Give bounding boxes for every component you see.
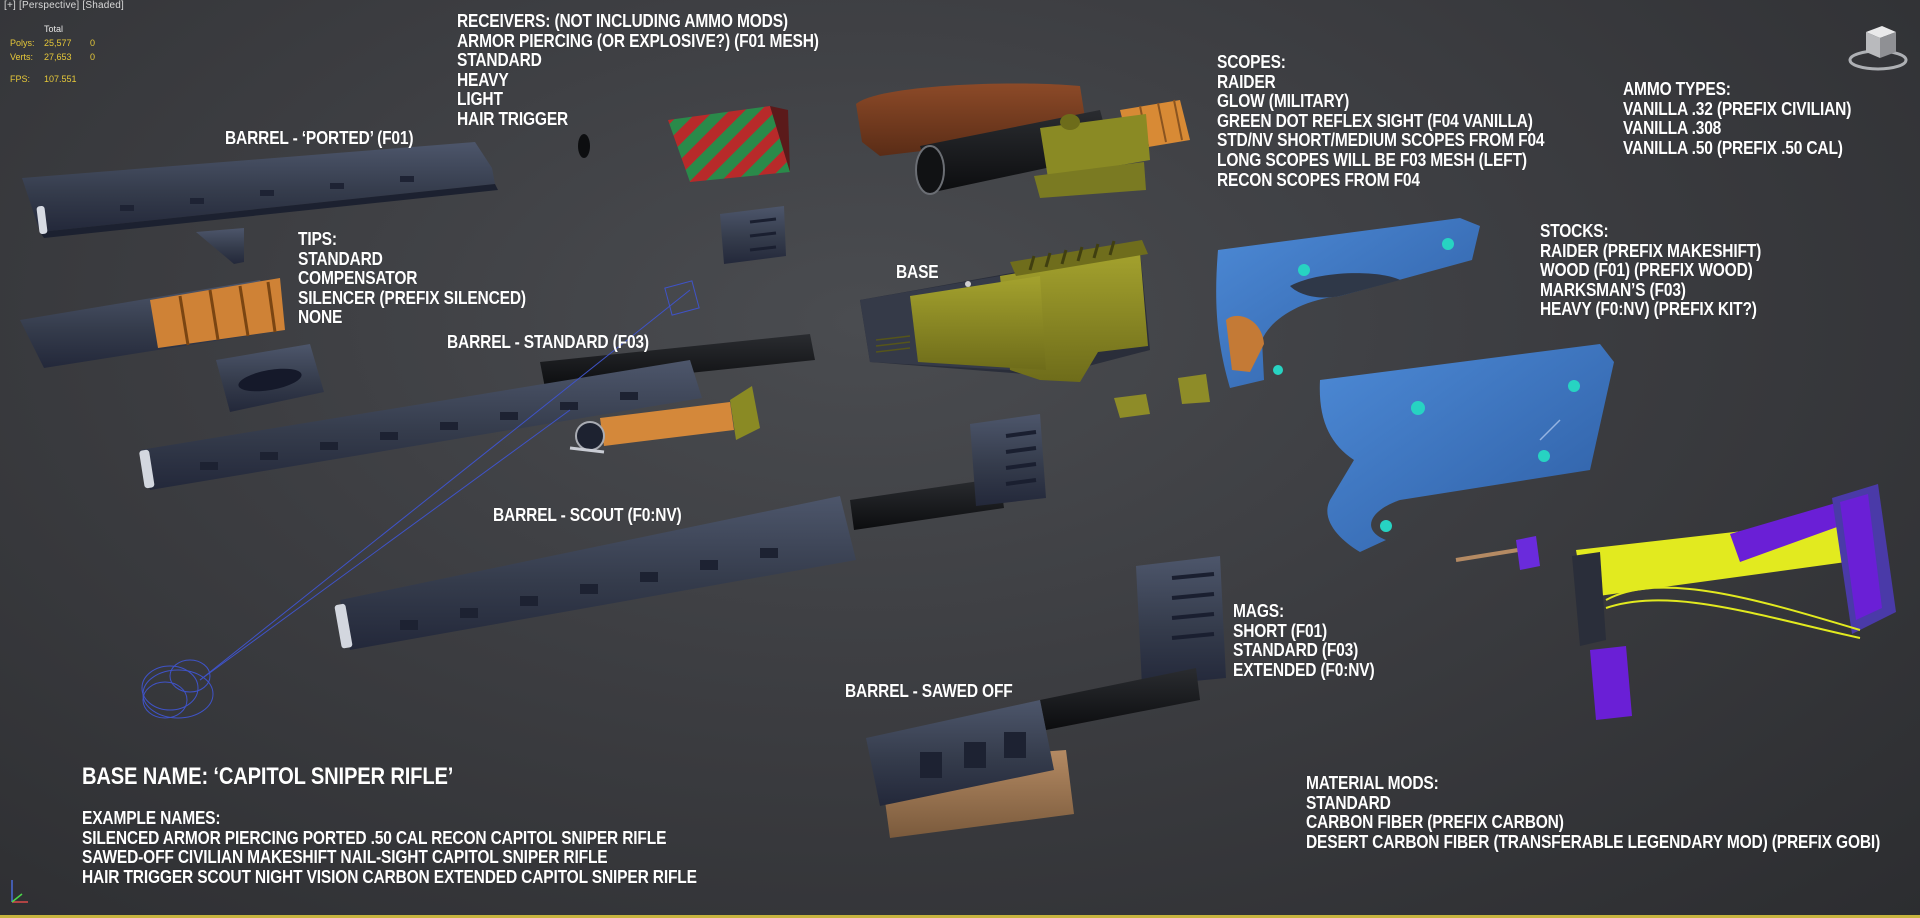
fps-value: 107.551 — [44, 74, 77, 84]
compensator-tip-model — [196, 228, 244, 264]
stocks-annotation: STOCKS: RAIDER (PREFIX MAKESHIFT) WOOD (… — [1540, 221, 1761, 319]
annotation-line: STANDARD — [1306, 791, 1391, 813]
axis-gizmo-icon — [11, 880, 28, 903]
annotation-line: EXTENDED (F0:NV) — [1233, 658, 1375, 680]
barrel-scout-label: BARREL - SCOUT (F0:NV) — [493, 504, 682, 525]
stock-raider-model — [1216, 218, 1480, 388]
verts-total: 27,653 — [44, 52, 72, 62]
scopes-annotation: SCOPES: RAIDER GLOW (MILITARY) GREEN DOT… — [1217, 51, 1545, 190]
verts-selected: 0 — [90, 52, 96, 62]
annotation-line: GLOW (MILITARY) — [1217, 90, 1350, 112]
annotation-line: VANILLA .50 (PREFIX .50 CAL) — [1623, 136, 1843, 158]
small-mag-model — [720, 206, 786, 264]
annotation-line: WOOD (F01) (PREFIX WOOD) — [1540, 259, 1753, 281]
annotation-line: NONE — [298, 306, 343, 328]
annotation-line: VANILLA .308 — [1623, 117, 1722, 139]
stock-marksman-model — [1319, 344, 1614, 552]
annotation-line: HAIR TRIGGER SCOUT NIGHT VISION CARBON E… — [82, 865, 697, 887]
annotation-line: AMMO TYPES: — [1623, 78, 1731, 99]
annotation-line: HEAVY (F0:NV) (PREFIX KIT?) — [1540, 298, 1757, 320]
annotation-line: SILENCER (PREFIX SILENCED) — [298, 286, 526, 308]
stats-header: Total — [44, 24, 64, 34]
fps-label: FPS: — [10, 74, 31, 84]
small-stock-part-model — [1455, 536, 1540, 570]
annotation-line: LONG SCOPES WILL BE F03 MESH (LEFT) — [1217, 148, 1527, 170]
annotation-line: MAGS: — [1233, 600, 1284, 621]
example-names-annotation: EXAMPLE NAMES: SILENCED ARMOR PIERCING P… — [82, 808, 697, 886]
viewcube-icon[interactable] — [1842, 18, 1912, 74]
annotation-line: RAIDER (PREFIX MAKESHIFT) — [1540, 239, 1762, 261]
viewport-label[interactable]: [+] [Perspective] [Shaded] — [4, 0, 124, 11]
base-receiver-model — [860, 240, 1150, 382]
annotation-line: CARBON FIBER (PREFIX CARBON) — [1306, 811, 1564, 833]
annotation-line: SHORT (F01) — [1233, 619, 1327, 641]
annotation-line: EXAMPLE NAMES: — [82, 807, 221, 828]
small-part-model — [1178, 374, 1210, 404]
annotation-line: GREEN DOT REFLEX SIGHT (F04 VANILLA) — [1217, 109, 1533, 131]
small-part-model — [1114, 394, 1150, 418]
stock-heavy-model — [1572, 484, 1896, 720]
polys-selected: 0 — [90, 38, 96, 48]
annotation-line: TIPS: — [298, 228, 337, 249]
annotation-line: MARKSMAN’S (F03) — [1540, 278, 1686, 300]
mags-annotation: MAGS: SHORT (F01) STANDARD (F03) EXTENDE… — [1233, 601, 1375, 679]
wireframe-helper — [141, 280, 700, 719]
polys-total: 25,577 — [44, 38, 72, 48]
annotation-line: COMPENSATOR — [298, 267, 418, 289]
silencer-model — [20, 278, 285, 368]
annotation-line: STANDARD (F03) — [1233, 639, 1359, 661]
base-name-label: BASE NAME: ‘CAPITOL SNIPER RIFLE’ — [82, 763, 454, 790]
annotation-line: DESERT CARBON FIBER (TRANSFERABLE LEGEND… — [1306, 830, 1881, 852]
bolt-model — [569, 386, 760, 454]
scope-model — [856, 83, 1190, 198]
annotation-line: SAWED-OFF CIVILIAN MAKESHIFT NAIL-SIGHT … — [82, 846, 608, 868]
barrel-sawed-off-label: BARREL - SAWED OFF — [845, 680, 1013, 701]
stats-overlay: Total Polys: 25,577 0 Verts: 27,653 0 FP… — [10, 22, 100, 86]
material-mods-annotation: MATERIAL MODS: STANDARD CARBON FIBER (PR… — [1306, 773, 1880, 851]
receivers-annotation: RECEIVERS: (NOT INCLUDING AMMO MODS) ARM… — [457, 11, 819, 129]
annotation-line: STOCKS: — [1540, 220, 1609, 241]
annotation-line: HEAVY — [457, 68, 509, 90]
annotation-line: MATERIAL MODS: — [1306, 772, 1439, 793]
receiver-armor-piercing-model — [578, 106, 790, 182]
base-label: BASE — [896, 261, 939, 282]
annotation-line: SCOPES: — [1217, 51, 1286, 72]
compensator-model — [216, 344, 324, 412]
barrel-ported-model — [22, 142, 498, 238]
barrel-ported-label: BARREL - ‘PORTED’ (F01) — [225, 127, 414, 148]
barrel-scout-model — [334, 414, 1046, 650]
annotation-line: ARMOR PIERCING (OR EXPLOSIVE?) (F01 MESH… — [457, 29, 819, 51]
annotation-line: RAIDER — [1217, 70, 1276, 92]
annotation-line: LIGHT — [457, 88, 503, 110]
annotation-line: SILENCED ARMOR PIERCING PORTED .50 CAL R… — [82, 826, 667, 848]
tips-annotation: TIPS: STANDARD COMPENSATOR SILENCER (PRE… — [298, 229, 526, 327]
annotation-line: STD/NV SHORT/MEDIUM SCOPES FROM F04 — [1217, 129, 1545, 151]
ammo-annotation: AMMO TYPES: VANILLA .32 (PREFIX CIVILIAN… — [1623, 79, 1851, 157]
barrel-standard-label: BARREL - STANDARD (F03) — [447, 331, 649, 352]
annotation-line: HAIR TRIGGER — [457, 107, 569, 129]
annotation-line: VANILLA .32 (PREFIX CIVILIAN) — [1623, 97, 1852, 119]
annotation-line: STANDARD — [457, 49, 542, 71]
annotation-line: STANDARD — [298, 247, 383, 269]
verts-label: Verts: — [10, 52, 34, 62]
polys-label: Polys: — [10, 38, 35, 48]
mag-extended-model — [1136, 556, 1226, 686]
annotation-line: RECEIVERS: (NOT INCLUDING AMMO MODS) — [457, 10, 788, 31]
annotation-line: RECON SCOPES FROM F04 — [1217, 168, 1420, 190]
barrel-sawed-off-model — [866, 668, 1200, 838]
